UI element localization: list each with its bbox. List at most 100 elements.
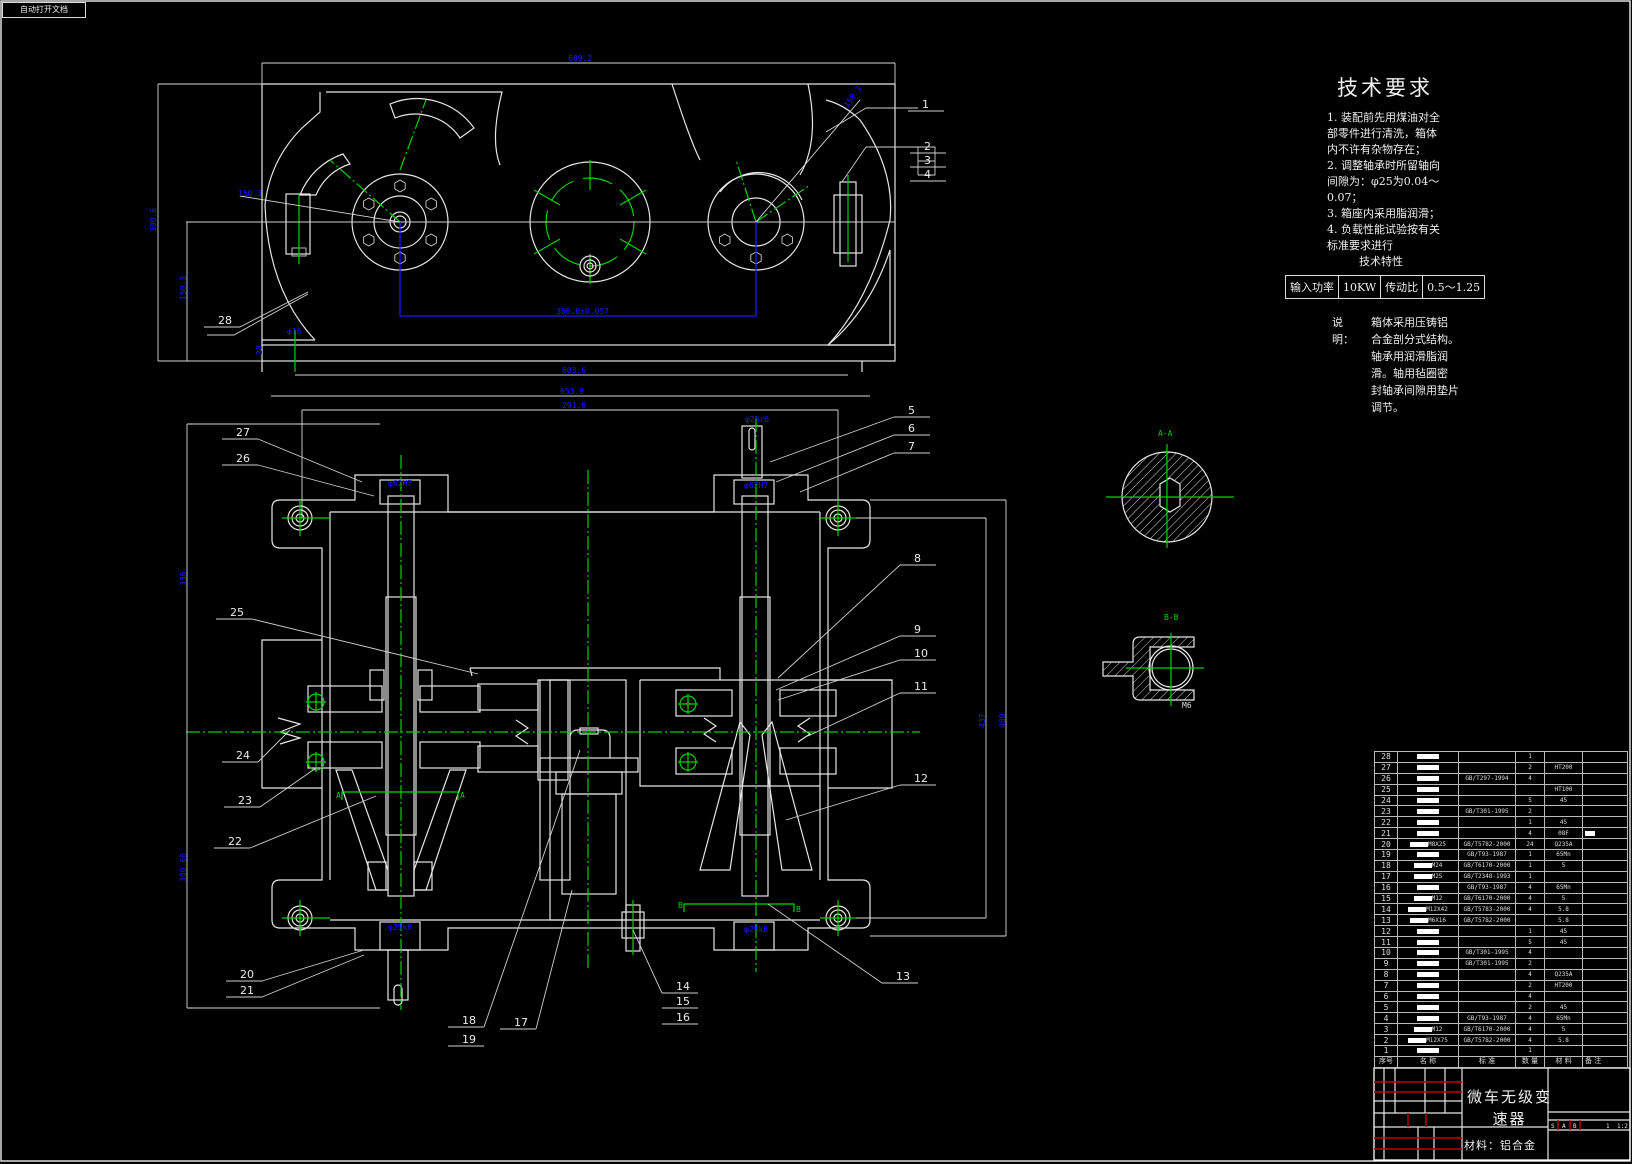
tech-requirements-heading: 技术要求 [1337, 76, 1433, 100]
bom-cell-no: 21 [1374, 827, 1398, 840]
redacted-name [1417, 885, 1439, 891]
dim-top-width: 689.2 [568, 54, 592, 63]
stage-mark-s: S [1551, 1123, 1555, 1130]
bom-cell-qty: 5 [1515, 794, 1545, 807]
dim-foot-hole: φ16 [287, 327, 302, 336]
bom-cell-material: 5.8 [1544, 903, 1583, 916]
part-label-15: 15 [676, 995, 690, 1008]
bom-header-row: 序号 名 称 标 准 数 量 材 料 备 注 [1374, 1055, 1628, 1068]
bom-cell-no: 12 [1374, 925, 1398, 938]
bom-cell-name [1397, 968, 1459, 981]
part-label-17: 17 [514, 1016, 528, 1029]
note-label: 说明： [1332, 316, 1354, 346]
bom-cell-name [1397, 1012, 1459, 1025]
input-power-label: 输入功率 [1285, 275, 1339, 299]
section-mark-b-right: B [796, 905, 801, 914]
section-mark-a-left: A [336, 791, 341, 800]
bom-cell-remark [1582, 1001, 1628, 1014]
bom-cell-no: 23 [1374, 805, 1398, 818]
bom-cell-standard: GB/T5783-2000 [1458, 903, 1516, 916]
dim-right-height-b: 480 [998, 713, 1007, 728]
bom-cell-material: 45 [1544, 1001, 1583, 1014]
bom-cell-standard [1458, 761, 1516, 774]
bom-cell-remark [1582, 838, 1628, 851]
bom-cell-remark [1582, 1034, 1628, 1047]
leader-line [261, 949, 365, 982]
part-label-24: 24 [236, 749, 250, 762]
bom-cell-remark [1582, 1045, 1628, 1057]
bom-cell-name [1397, 1045, 1459, 1057]
bom-cell-qty: 4 [1515, 1023, 1545, 1036]
redacted-name [1413, 863, 1432, 869]
dim-front-height-upper: 336 [179, 571, 188, 586]
dim-bearing-fit-b: φ25k6 [388, 923, 412, 932]
bom-cell-material [1544, 805, 1583, 818]
sheet-number: 1 [1606, 1123, 1610, 1130]
redacted-name [1417, 1015, 1439, 1021]
redacted-name [1417, 798, 1439, 803]
bom-cell-standard: GB/T2348-1993 [1458, 870, 1516, 883]
dim-top-height: 300.6 [149, 208, 158, 232]
bom-cell-name: M12 [1397, 892, 1459, 905]
part-label-5: 5 [908, 404, 915, 417]
bom-cell-standard [1458, 751, 1516, 763]
hex-bolt-head [363, 197, 375, 211]
stage-mark-b: B [1573, 1123, 1577, 1130]
bom-cell-remark [1582, 979, 1628, 992]
drawing-material: 材料：铝合金 [1464, 1139, 1536, 1152]
leader-line [767, 903, 883, 984]
bom-cell-standard: GB/T93-1987 [1458, 1012, 1516, 1025]
bom-cell-standard [1458, 990, 1516, 1003]
leader-line [632, 929, 663, 994]
part-label-28: 28 [218, 314, 232, 327]
bom-cell-standard: GB/T6170-2000 [1458, 859, 1516, 872]
dim-radius-right: 150.3 [842, 84, 863, 109]
bom-cell-material: 08F [1544, 827, 1583, 840]
document-tab[interactable]: 自动打开文档 [2, 2, 86, 18]
bom-header-standard: 标 准 [1458, 1055, 1516, 1068]
bom-cell-name [1397, 1001, 1459, 1014]
bom-cell-material: 65Mn [1544, 849, 1583, 861]
bom-header-no: 序号 [1374, 1055, 1398, 1068]
redacted-name [1408, 1037, 1427, 1043]
bom-cell-no: 11 [1374, 936, 1398, 949]
bom-cell-standard: GB/T301-1995 [1458, 947, 1516, 959]
bom-cell-standard [1458, 968, 1516, 981]
redacted-name [1413, 1026, 1432, 1032]
part-label-20: 20 [240, 968, 254, 981]
bom-header-remark: 备 注 [1582, 1055, 1628, 1068]
leader-line [239, 291, 309, 328]
bom-cell-no: 14 [1374, 903, 1398, 916]
bom-cell-name: M8X25 [1397, 838, 1459, 851]
bom-cell-qty: 4 [1515, 827, 1545, 840]
bom-cell-no: 26 [1374, 772, 1398, 785]
bom-cell-name [1397, 805, 1459, 818]
bom-cell-remark [1582, 881, 1628, 894]
dim-bearing-fit-c: φ62H7 [744, 481, 768, 490]
spec-table: 输入功率 10KW 传动比 0.5～1.25 [1285, 275, 1486, 299]
bom-header-name: 名 称 [1397, 1055, 1459, 1068]
bom-cell-qty: 2 [1515, 805, 1545, 818]
bom-cell-no: 17 [1374, 870, 1398, 883]
section-a-a-label: A-A [1158, 429, 1173, 438]
bom-cell-qty: 1 [1515, 859, 1545, 872]
leader-line [249, 795, 377, 849]
bom-cell-material [1544, 990, 1583, 1003]
leader-line [769, 416, 895, 463]
bom-cell-standard [1458, 794, 1516, 807]
bom-header-qty: 数 量 [1515, 1055, 1545, 1068]
leader-line [775, 635, 901, 691]
leader-line [807, 692, 901, 737]
bom-cell-no: 4 [1374, 1012, 1398, 1025]
bom-cell-no: 19 [1374, 849, 1398, 861]
bom-cell-qty: 1 [1515, 816, 1545, 829]
bom-cell-qty: 4 [1515, 947, 1545, 959]
